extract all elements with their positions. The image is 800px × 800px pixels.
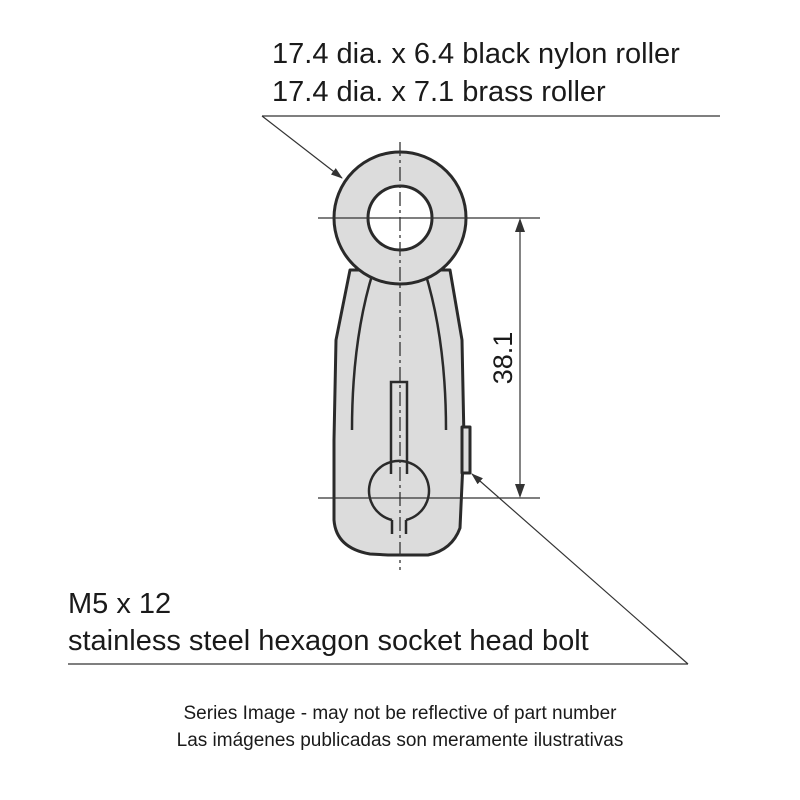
- caption-spanish: Las imágenes publicadas son meramente il…: [176, 730, 624, 751]
- lever-arm-body: [332, 268, 466, 557]
- clamp-slot: [389, 380, 409, 474]
- caption-english: Series Image - may not be reflective of …: [183, 703, 617, 724]
- roller-callout-line2: 17.4 dia. x 7.1 brass roller: [272, 76, 606, 108]
- dimension-value: 38.1: [488, 332, 518, 385]
- bolt-leader-arrow: [471, 473, 689, 665]
- shaft-hole: [367, 459, 431, 522]
- bolt-callout-line1: M5 x 12: [68, 588, 171, 620]
- arm-web-left: [350, 271, 375, 431]
- roller-leader-arrow: [261, 115, 343, 179]
- bolt-callout-line2: stainless steel hexagon socket head bolt: [68, 625, 589, 657]
- dimension-arrow-bottom: [515, 484, 525, 498]
- arm-web-right: [423, 271, 448, 431]
- bolt-head: [460, 425, 472, 475]
- shaft-hole-gap: [390, 520, 408, 534]
- lever-arm: [332, 268, 472, 557]
- roller-callout-line1: 17.4 dia. x 6.4 black nylon roller: [272, 38, 680, 70]
- dimension-arrow-top: [515, 218, 525, 232]
